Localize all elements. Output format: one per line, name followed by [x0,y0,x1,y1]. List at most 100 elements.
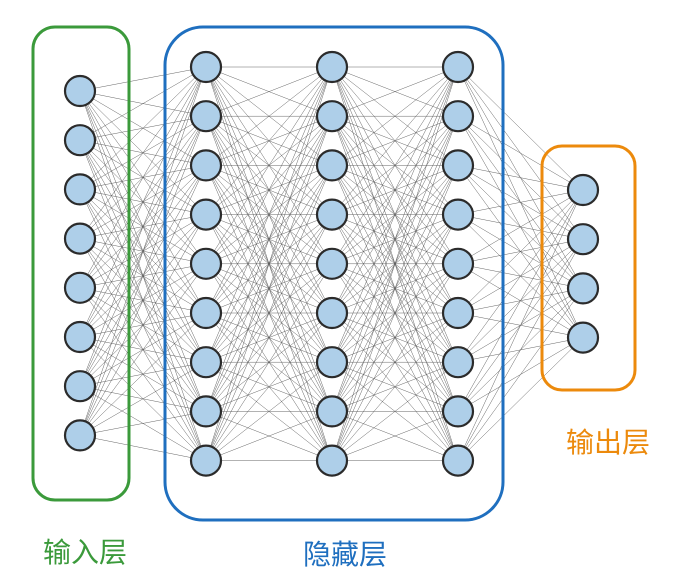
connection-input-8-to-hidden-1-1 [79,66,207,436]
hidden-3-neuron-4 [441,198,475,231]
connection-hidden-2-2-to-hidden-3-1 [331,66,459,117]
connection-hidden-1-9-to-hidden-2-2 [205,116,333,461]
input-neuron-2 [63,124,97,157]
hidden-3-neuron-8 [441,395,475,428]
connection-hidden-2-9-to-hidden-3-4 [331,214,459,461]
hidden-1-neuron-9 [189,444,223,477]
layer-group-boxes [31,25,637,522]
connection-hidden-2-9-to-hidden-3-5 [331,263,459,461]
connection-hidden-3-1-to-output-1 [457,66,584,191]
connection-hidden-1-5-to-hidden-2-1 [205,66,333,264]
connection-hidden-3-9-to-output-3 [457,288,584,461]
connection-hidden-2-9-to-hidden-3-6 [331,312,459,461]
input-neuron-6 [63,320,97,354]
output-layer-label: 输出层 [566,426,650,459]
hidden-2-neuron-4 [315,198,349,231]
connection-hidden-1-3-to-hidden-2-1 [205,66,333,166]
connection-hidden-3-2-to-output-1 [457,116,584,191]
connection-hidden-1-9-to-hidden-2-7 [205,362,333,461]
connection-input-3-to-hidden-1-1 [79,66,207,190]
connection-input-8-to-hidden-1-5 [79,263,207,436]
connection-hidden-3-8-to-output-1 [457,189,584,412]
connection-hidden-1-9-to-hidden-2-3 [205,165,333,461]
hidden-1-neuron-7 [189,346,223,379]
hidden-layers-box [163,25,505,522]
input-neuron-8 [63,419,97,452]
connection-hidden-1-9-to-hidden-2-6 [205,312,333,461]
hidden-3-neuron-5 [441,247,475,280]
hidden-2-neuron-3 [315,149,349,182]
connection-hidden-2-9-to-hidden-3-1 [331,66,459,461]
connection-hidden-2-9-to-hidden-3-7 [331,362,459,461]
group-labels: 输入层 隐藏层 输出层 [43,426,650,571]
hidden-2-neuron-5 [315,247,349,280]
hidden-2-neuron-9 [315,444,349,477]
connection-hidden-2-9-to-hidden-3-8 [331,411,459,461]
connection-input-7-to-hidden-1-1 [79,66,207,387]
connection-hidden-2-4-to-hidden-3-1 [331,66,459,215]
connection-input-2-to-hidden-1-1 [79,66,207,141]
connection-hidden-3-3-to-output-1 [457,165,584,191]
connection-input-8-to-hidden-1-4 [79,214,207,436]
connection-hidden-3-6-to-output-1 [457,189,584,314]
connection-hidden-3-9-to-output-1 [457,189,584,461]
connection-input-8-to-hidden-1-7 [79,362,207,436]
output-neuron-2 [566,223,600,256]
connection-hidden-3-7-to-output-1 [457,189,584,363]
connection-hidden-1-9-to-hidden-2-5 [205,263,333,461]
connection-input-8-to-hidden-1-6 [79,312,207,436]
connection-hidden-2-9-to-hidden-3-3 [331,165,459,461]
connection-hidden-1-4-to-hidden-2-1 [205,66,333,215]
hidden-1-neuron-3 [189,149,223,182]
hidden-1-neuron-6 [189,296,223,330]
connection-hidden-1-6-to-hidden-2-1 [205,66,333,314]
connection-input-8-to-hidden-1-8 [79,411,207,436]
connection-hidden-3-9-to-output-2 [457,239,584,461]
hidden-1-neuron-5 [189,247,223,280]
hidden-1-neuron-8 [189,395,223,428]
neurons [63,50,600,477]
hidden-3-neuron-9 [441,444,475,477]
connection-hidden-2-9-to-hidden-3-2 [331,116,459,461]
connection-hidden-1-2-to-hidden-2-1 [205,66,333,117]
output-neuron-1 [566,173,600,207]
output-layer-box [540,144,637,392]
input-neuron-1 [63,74,97,108]
connection-hidden-3-4-to-output-1 [457,189,584,215]
connection-input-8-to-hidden-1-3 [79,165,207,436]
connection-hidden-1-9-to-hidden-2-8 [205,411,333,461]
connection-hidden-1-9-to-hidden-2-1 [205,66,333,461]
connections [79,66,584,461]
connection-input-8-to-hidden-1-9 [79,435,207,461]
hidden-3-neuron-7 [441,346,475,379]
hidden-2-neuron-6 [315,296,349,330]
hidden-2-neuron-2 [315,100,349,133]
input-neuron-4 [63,222,97,255]
connection-input-4-to-hidden-1-1 [79,66,207,239]
connection-input-6-to-hidden-1-1 [79,66,207,338]
connection-input-5-to-hidden-1-1 [79,66,207,288]
input-neuron-3 [63,173,97,206]
hidden-3-neuron-3 [441,149,475,182]
connection-hidden-2-7-to-hidden-3-1 [331,66,459,363]
connection-input-1-to-hidden-1-1 [79,66,207,92]
connection-hidden-1-8-to-hidden-2-1 [205,66,333,412]
hidden-1-neuron-4 [189,198,223,231]
connection-hidden-1-7-to-hidden-2-1 [205,66,333,363]
connection-hidden-2-8-to-hidden-3-1 [331,66,459,412]
hidden-1-neuron-1 [189,50,223,84]
hidden-2-neuron-8 [315,395,349,428]
hidden-3-neuron-6 [441,296,475,330]
connection-hidden-2-6-to-hidden-3-1 [331,66,459,314]
hidden-2-neuron-1 [315,50,349,84]
hidden-layers-label: 隐藏层 [303,538,387,571]
connection-input-8-to-hidden-1-2 [79,116,207,436]
connection-hidden-3-9-to-output-4 [457,337,584,461]
hidden-3-neuron-1 [441,50,475,84]
hidden-2-neuron-7 [315,346,349,379]
input-layer-label: 输入层 [43,536,127,569]
connection-hidden-2-3-to-hidden-3-1 [331,66,459,166]
hidden-1-neuron-2 [189,100,223,133]
connection-hidden-1-9-to-hidden-2-4 [205,214,333,461]
input-neuron-5 [63,271,97,304]
